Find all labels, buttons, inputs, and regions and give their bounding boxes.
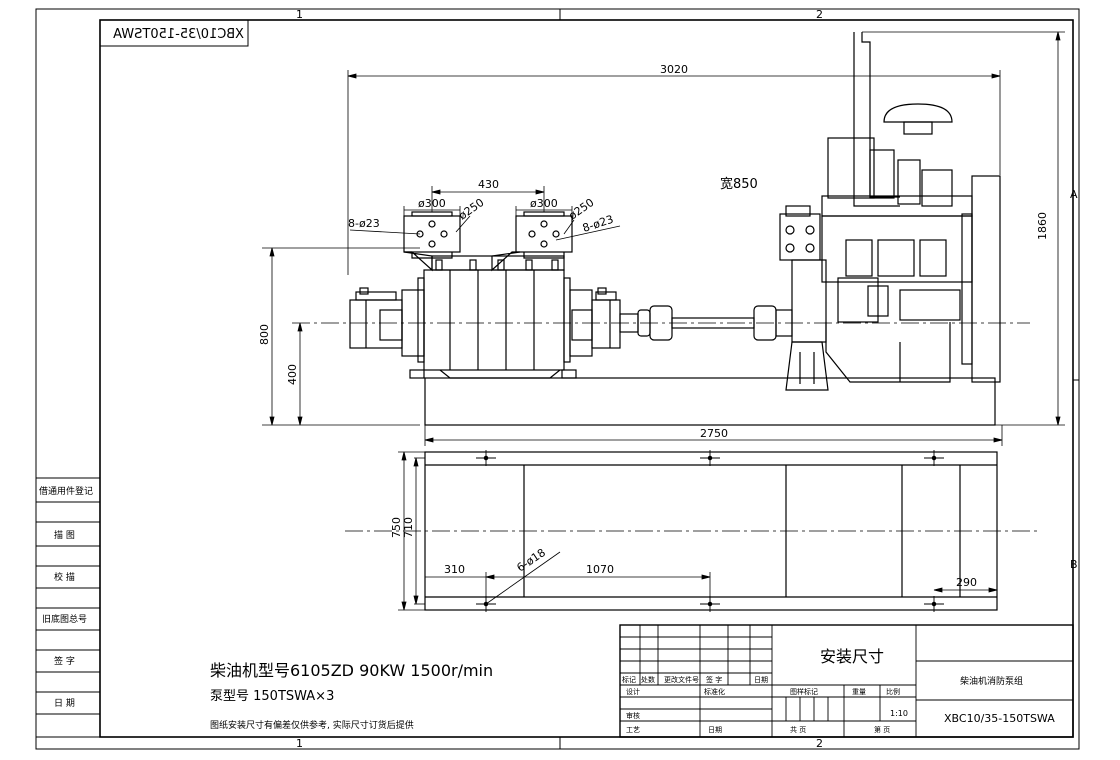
title-block-product: 柴油机消防泵组 xyxy=(960,675,1023,687)
diesel-engine xyxy=(779,32,1001,391)
rev-header-count: 处数 xyxy=(641,675,655,684)
note-engine: 柴油机型号6105ZD 90KW 1500r/min xyxy=(210,661,493,680)
dim-hole-offset-right: 290 xyxy=(956,576,977,589)
pump-base xyxy=(424,377,996,426)
dim-base-length-text: 2750 xyxy=(700,427,728,440)
dim-overall-length-text: 3020 xyxy=(660,63,688,76)
tb-review: 审核 xyxy=(626,711,640,720)
dim-base-width-outer: 750 xyxy=(390,517,403,538)
dim-flange-right-outer: ø300 xyxy=(530,197,558,210)
title-block-title: 安装尺寸 xyxy=(820,647,884,666)
dim-height xyxy=(862,31,1065,426)
title-block-scale: 1:10 xyxy=(890,709,908,718)
dim-base-length xyxy=(424,425,1003,446)
side-item-trace: 描 图 xyxy=(54,529,75,541)
title-block-drawing-no: XBC10/35-150TSWA xyxy=(944,712,1055,725)
dim-bolt-left: 8-ø23 xyxy=(348,217,380,230)
tb-total-sheets: 共 页 xyxy=(790,725,806,734)
side-item-old-no: 旧底图总号 xyxy=(42,613,87,625)
tb-process: 工艺 xyxy=(626,726,640,734)
rev-header-file: 更改文件号 xyxy=(664,675,699,684)
dim-hole-spacing: 1070 xyxy=(586,563,614,576)
dim-height-text: 1860 xyxy=(1036,212,1049,240)
side-item-date: 日 期 xyxy=(54,698,75,709)
zone-mark-top-1: 1 xyxy=(296,8,303,21)
tb-date: 日期 xyxy=(708,726,722,734)
zone-mark-right-b: B xyxy=(1070,558,1078,571)
zone-mark-top-2: 2 xyxy=(816,8,823,21)
dim-flange-left-inner: ø250 xyxy=(456,196,486,223)
mirrored-code-box: XBC10/35-150TSWA xyxy=(99,19,249,47)
side-item-sign: 签 字 xyxy=(54,655,75,667)
note-disclaimer: 图纸安装尺寸有偏差仅供参考, 实际尺寸订货后提供 xyxy=(210,719,414,731)
width-note: 宽850 xyxy=(720,176,758,192)
note-pump: 泵型号 150TSWA×3 xyxy=(210,689,334,704)
side-item-borrow: 借通用件登记 xyxy=(39,485,93,497)
dim-shaft-height-total: 800 xyxy=(258,324,271,345)
tb-standardization: 标准化 xyxy=(704,687,725,696)
dim-shaft-height: 400 xyxy=(286,364,299,385)
dim-flange-spacing: 430 xyxy=(478,178,499,191)
dim-hole-offset-left: 310 xyxy=(444,563,465,576)
drive-shaft xyxy=(619,305,793,341)
zone-mark-bottom-1: 1 xyxy=(296,737,303,750)
side-column xyxy=(35,477,101,738)
rev-header-mark: 标记 xyxy=(622,675,636,684)
dim-flanges xyxy=(349,186,621,241)
dim-vertical-left xyxy=(262,247,420,426)
dim-anchor-holes: 6-ø18 xyxy=(514,546,548,575)
side-item-check: 校 描 xyxy=(54,571,75,583)
zone-mark-bottom-2: 2 xyxy=(816,737,823,750)
dim-plan xyxy=(398,451,998,611)
pump-assembly xyxy=(349,211,621,379)
tb-design: 设计 xyxy=(626,687,640,696)
title-block xyxy=(619,624,1074,738)
tb-ratio: 比例 xyxy=(886,687,900,696)
zone-mark-right-a: A xyxy=(1070,188,1078,201)
rev-header-sign: 签 字 xyxy=(706,675,722,684)
tb-drawing-mark: 图样标记 xyxy=(790,687,818,696)
dim-bolt-right: 8-ø23 xyxy=(581,213,615,235)
rev-header-date: 日期 xyxy=(754,676,768,684)
svg-text:XBC10/35-150TSWA: XBC10/35-150TSWA xyxy=(113,27,244,42)
dim-overall-length xyxy=(347,70,1001,275)
dim-base-width-inner: 710 xyxy=(402,517,415,538)
tb-weight: 重量 xyxy=(852,688,866,696)
sheet-border xyxy=(35,8,1080,750)
tb-sheet-no: 第 页 xyxy=(874,725,890,734)
dim-flange-left-outer: ø300 xyxy=(418,197,446,210)
